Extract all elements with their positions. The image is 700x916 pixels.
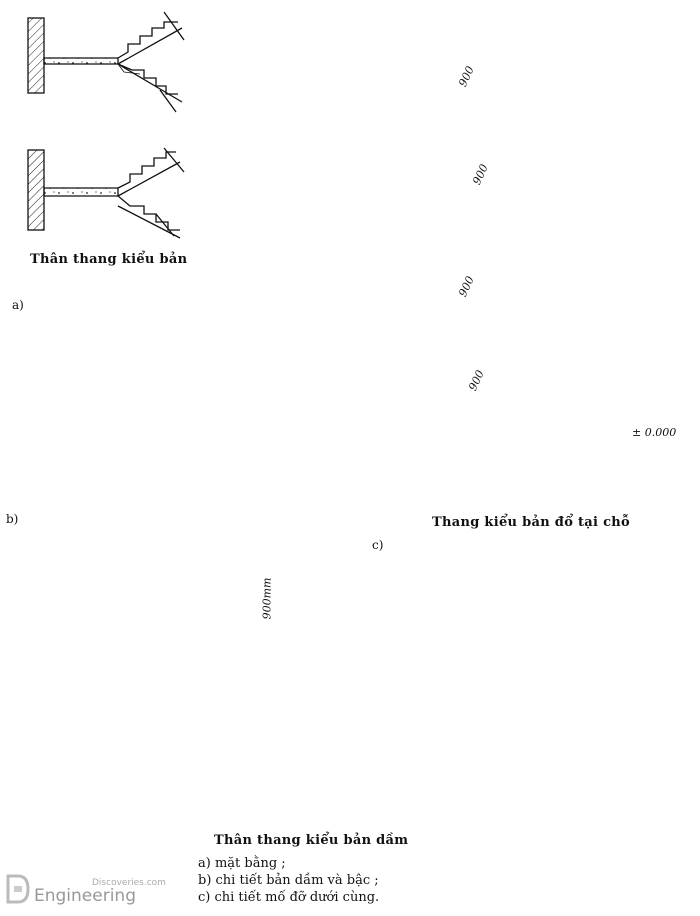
- engineering-logo-icon: [6, 874, 30, 904]
- dimension-label-900mm: 900mm: [260, 577, 274, 620]
- part-c-label: c): [372, 538, 384, 552]
- legend-item-b: b) chi tiết bản dầm và bậc ;: [198, 873, 379, 888]
- slab-stair-section-top: [27, 11, 185, 113]
- part-b-label: b): [6, 512, 19, 526]
- part-a-label: a): [12, 298, 24, 312]
- slab-beam-stair-caption: Thân thang kiểu bản dầm: [214, 833, 409, 848]
- legend-item-c: c) chi tiết mố đỡ dưới cùng.: [198, 890, 380, 905]
- legend: a) mặt bằng ; b) chi tiết bản dầm và bậc…: [198, 855, 379, 906]
- slab-stair-section-middle: [27, 147, 185, 239]
- cast-in-place-caption: Thang kiểu bản đổ tại chỗ: [432, 515, 631, 530]
- watermark-name: Engineering: [34, 886, 136, 906]
- level-mark-label: ± 0.000: [632, 426, 677, 439]
- slab-stair-caption: Thân thang kiểu bản: [30, 252, 188, 267]
- legend-item-a: a) mặt bằng ;: [198, 856, 286, 871]
- watermark-top: Discoveries.com: [92, 878, 166, 888]
